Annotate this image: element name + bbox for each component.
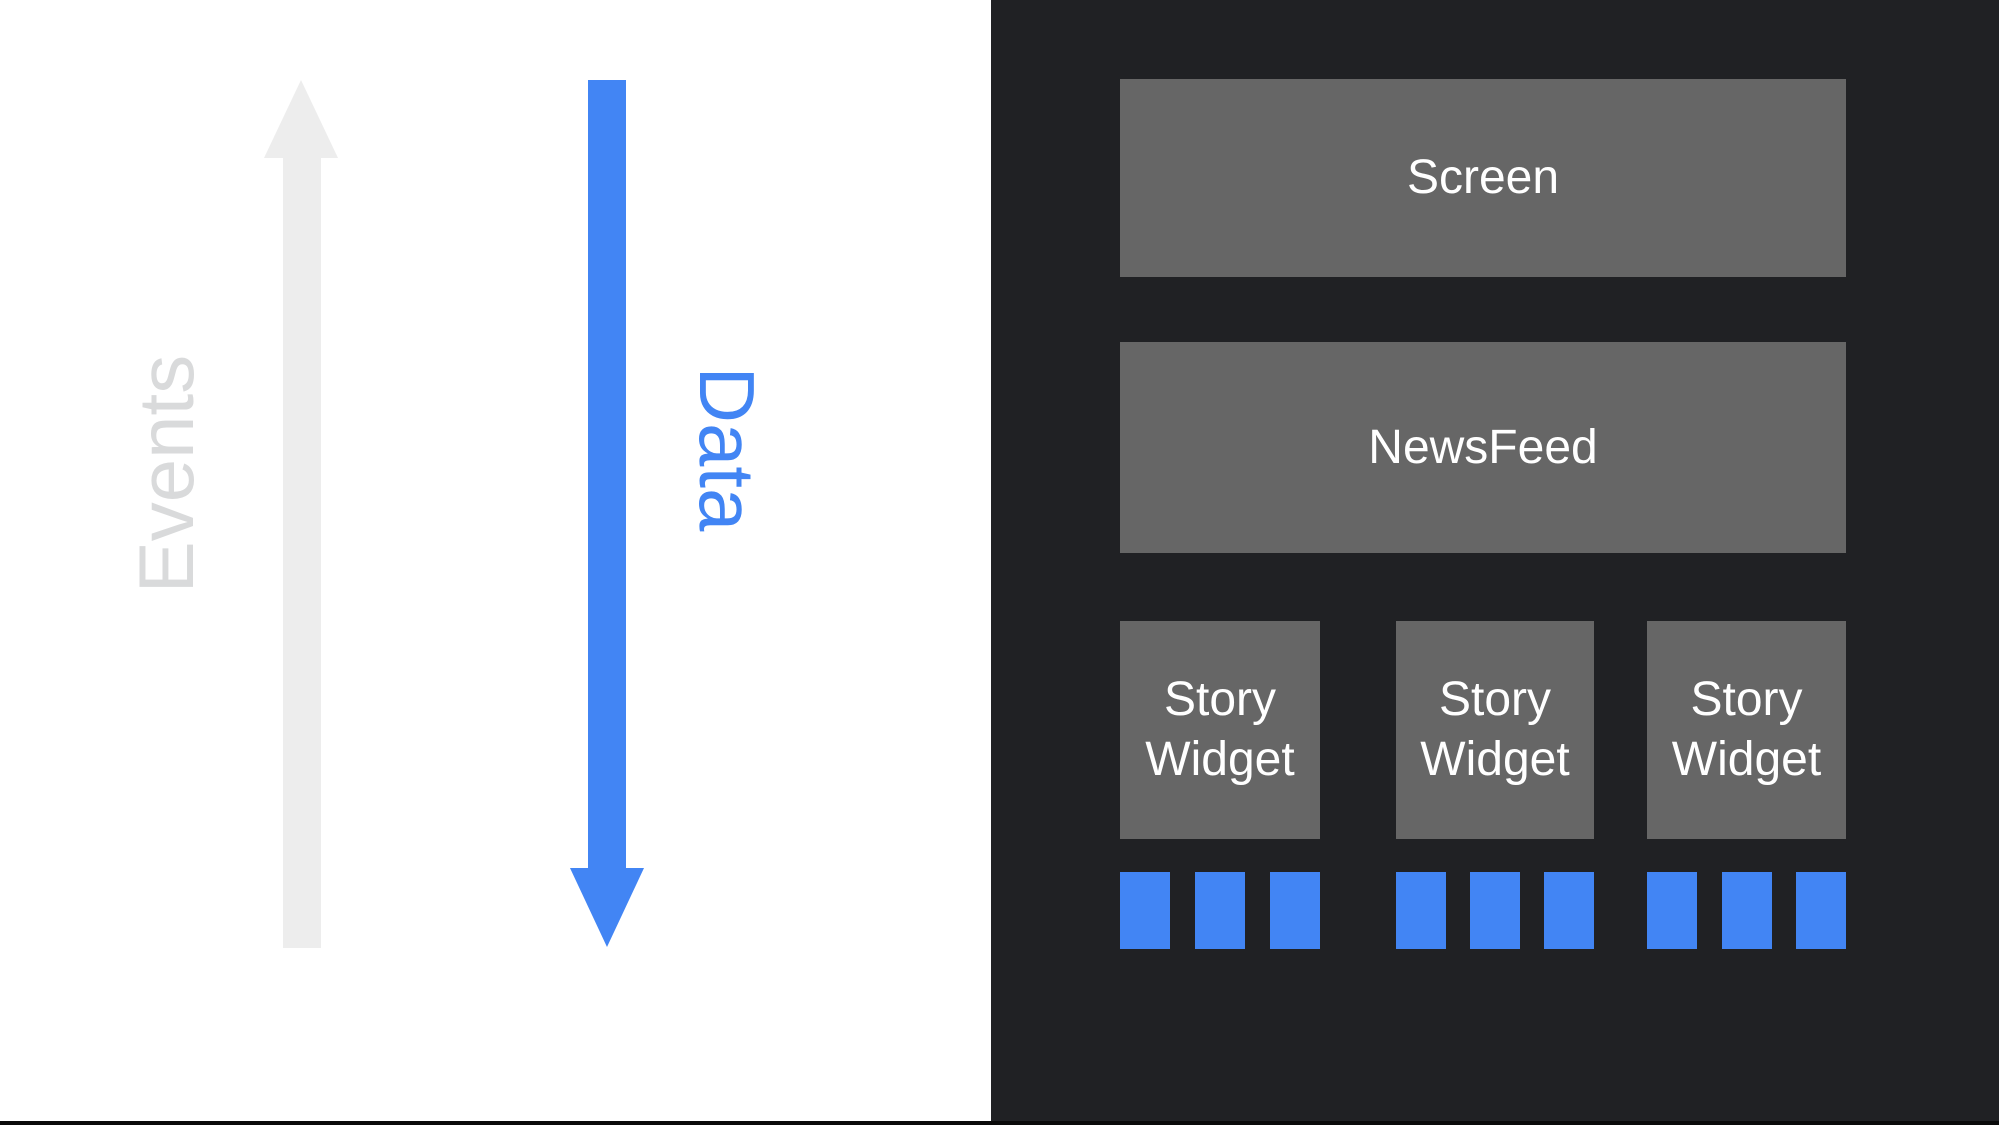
story-widget-box: Story Widget xyxy=(1647,621,1846,839)
events-label: Events xyxy=(122,354,210,594)
events-up-arrow-head-icon xyxy=(264,80,338,158)
events-up-arrow-shaft-icon xyxy=(283,156,321,948)
data-block xyxy=(1647,872,1697,949)
story-widget-box: Story Widget xyxy=(1396,621,1594,839)
story-widget-box: Story Widget xyxy=(1120,621,1320,839)
newsfeed-box-label: NewsFeed xyxy=(1368,420,1598,474)
data-block-row xyxy=(1647,872,1846,949)
data-block xyxy=(1396,872,1446,949)
newsfeed-box: NewsFeed xyxy=(1120,342,1846,553)
screen-box: Screen xyxy=(1120,79,1846,277)
data-block-row xyxy=(1120,872,1320,949)
data-down-arrow-head-icon xyxy=(570,868,644,947)
story-widget-label: Story Widget xyxy=(1420,673,1570,786)
data-block xyxy=(1195,872,1245,949)
data-block xyxy=(1544,872,1594,949)
data-block xyxy=(1721,872,1772,949)
data-block xyxy=(1270,872,1320,949)
data-block-row xyxy=(1396,872,1594,949)
story-widget-label: Story Widget xyxy=(1671,673,1822,786)
screen-box-label: Screen xyxy=(1406,151,1560,204)
data-block xyxy=(1796,872,1846,949)
events-data-panel xyxy=(0,0,991,1125)
story-widget-label: Story Widget xyxy=(1145,673,1295,786)
data-block xyxy=(1120,872,1170,949)
data-block xyxy=(1470,872,1520,949)
data-label: Data xyxy=(683,366,771,532)
bottom-edge-line xyxy=(0,1121,1999,1125)
data-down-arrow-shaft-icon xyxy=(588,80,626,868)
